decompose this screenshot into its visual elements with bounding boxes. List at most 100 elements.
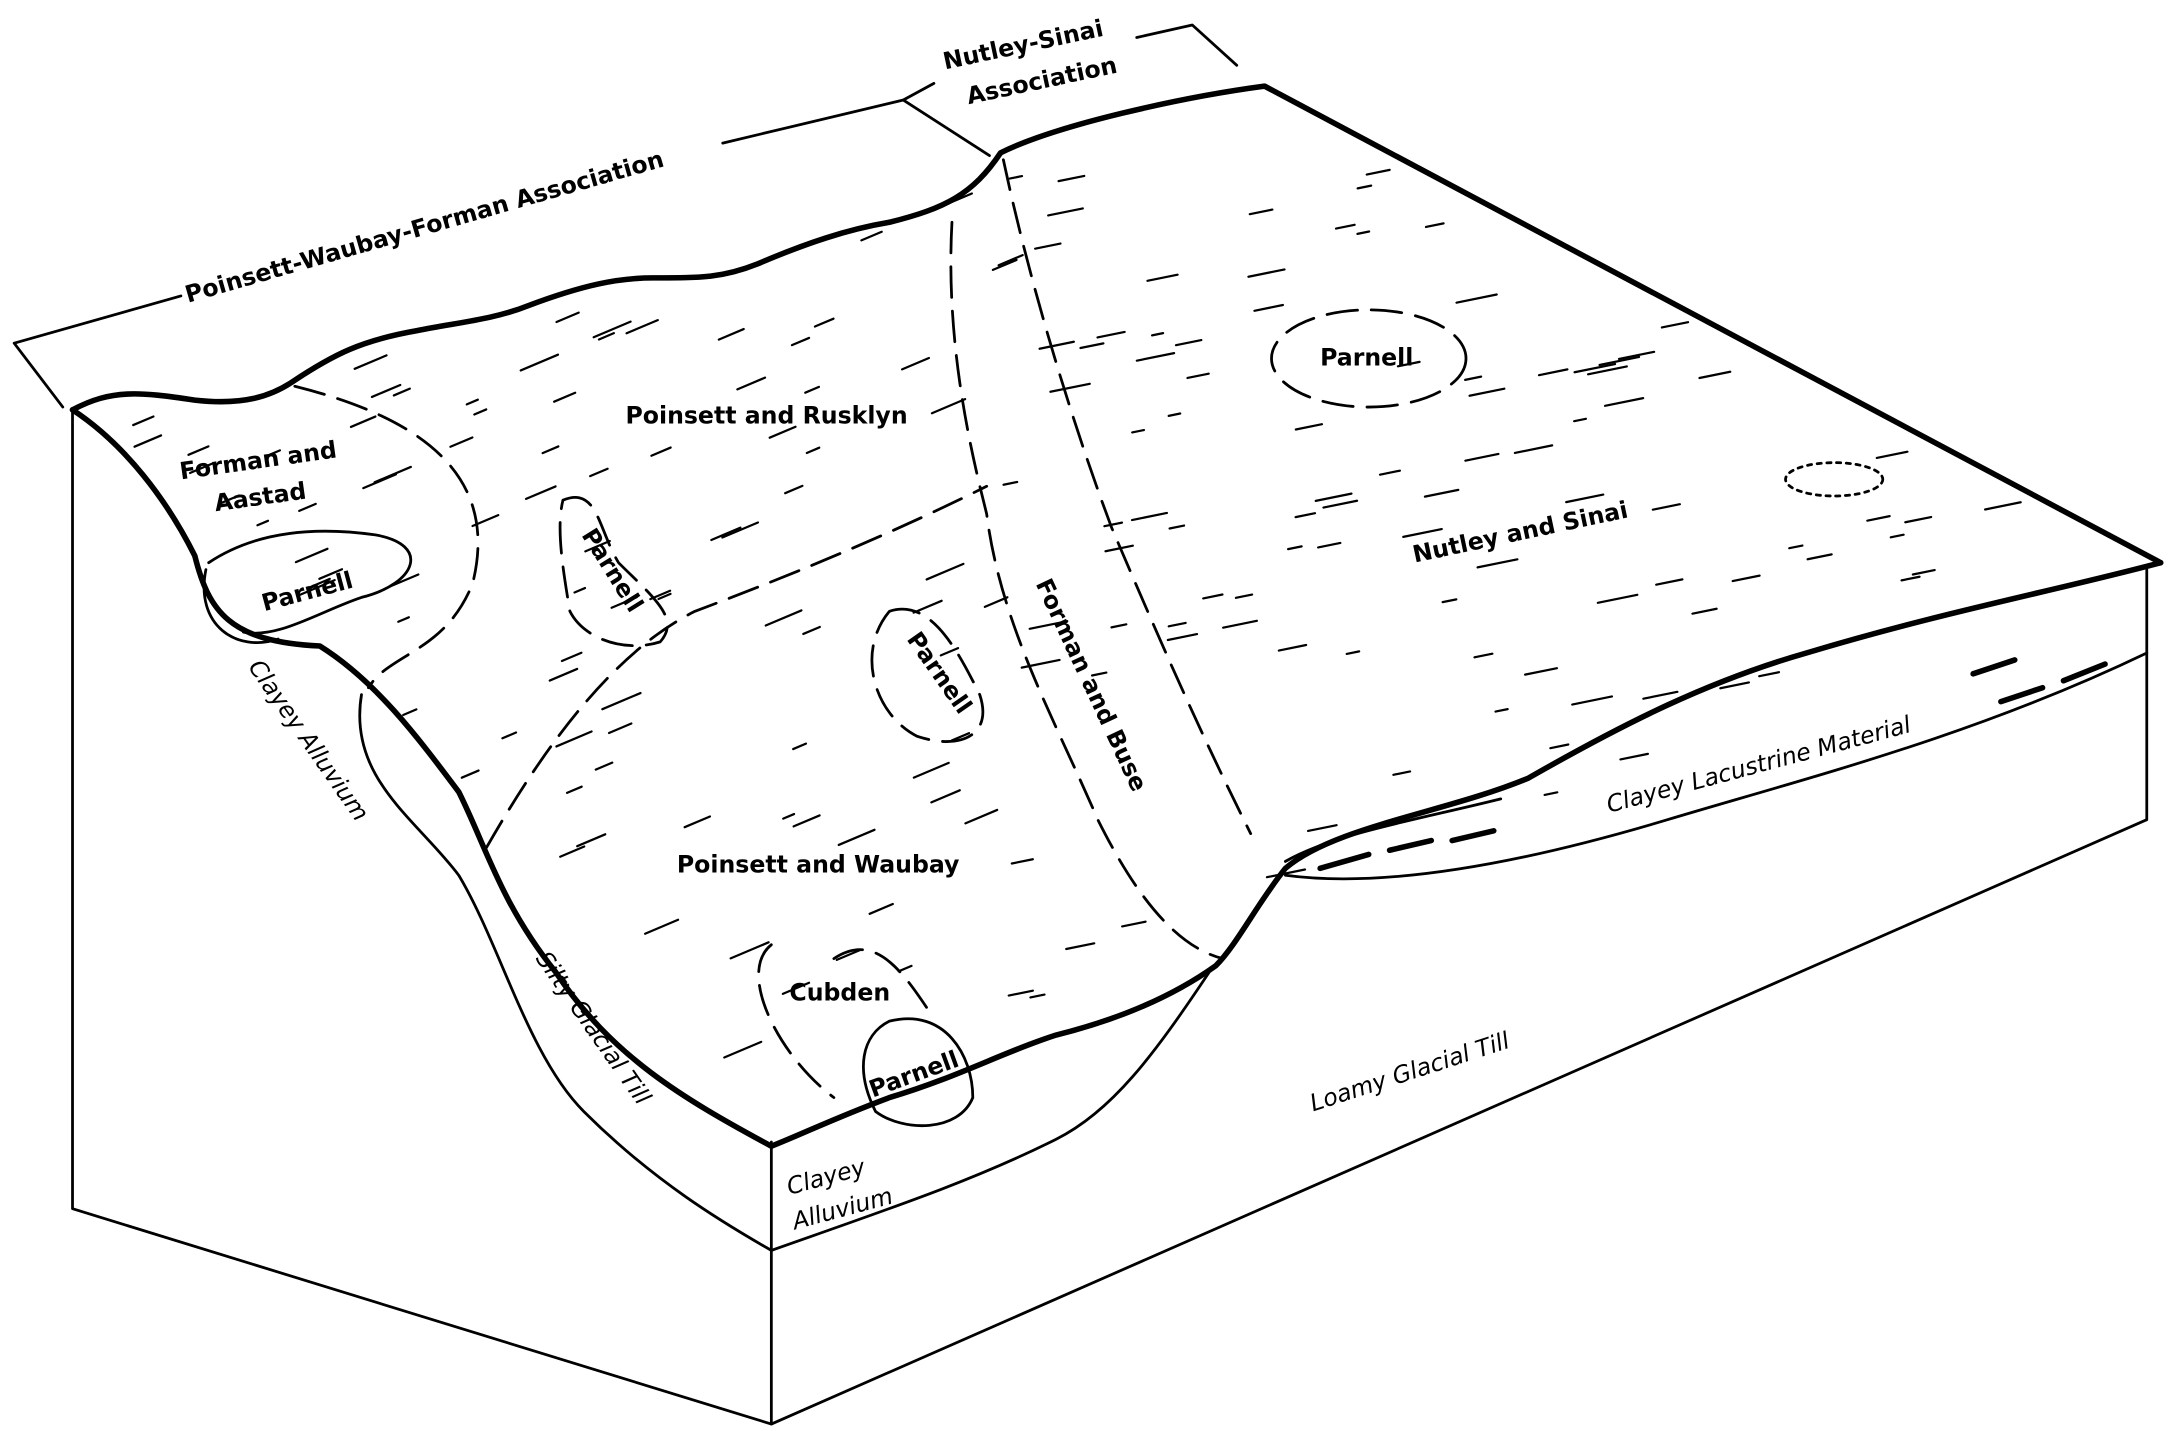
hatch-stroke [1911,568,1936,576]
hatch-stroke [1543,791,1559,797]
hatch-stroke [790,336,811,347]
hatch-stroke [256,519,270,527]
lacustrine-layer-marks [1317,657,2108,872]
hatch-stroke [1698,370,1732,380]
hatch-stroke [1549,743,1570,750]
terrain-hatching [132,168,2022,1059]
hatch-stroke [1468,387,1506,397]
hatch-stroke [388,573,420,588]
hatch-stroke [1314,492,1353,502]
block-outline [69,83,2164,1426]
hatch-stroke [188,462,215,475]
soil-label-parnell: Parnell [865,1045,962,1103]
soil-label-forman-aastad: Forman and [178,436,339,486]
hatch-stroke [1423,488,1460,498]
hatch-stroke [650,446,672,457]
hatch-stroke [565,785,583,794]
hatch-stroke [729,941,770,960]
hatch-stroke [187,445,210,456]
hatch-stroke [1596,593,1639,604]
hatch-stroke [362,473,398,490]
hatch-stroke [625,319,659,335]
hatch-stroke [1473,652,1494,659]
hatch-stroke [1010,858,1034,865]
hatch-stroke [589,467,609,478]
hatch-stroke [1402,527,1443,538]
hatch-stroke [900,356,931,371]
hatch-stroke [1396,360,1421,368]
hatch-stroke [1294,423,1324,431]
hatch-stroke [983,596,1009,608]
hatch-stroke [1065,942,1096,951]
hatch-stroke [1146,273,1179,282]
hatch-stroke [860,230,883,242]
hatch-stroke [944,192,974,206]
hatch-stroke [1571,695,1614,706]
hatch-stroke [318,568,344,580]
hatch-stroke [1049,382,1091,393]
hatch-stroke [601,691,642,711]
hatch-stroke [736,376,767,391]
hatch-stroke [555,730,593,748]
hatch-stroke [802,625,821,636]
hatch-stroke [813,317,835,328]
hatch-stroke [1079,342,1105,350]
hatch-stroke [560,651,583,663]
hatch-stroke [1150,332,1165,337]
hatch-stroke [683,815,712,829]
hatch-stroke [912,599,943,614]
hatch-stroke [1131,428,1146,434]
hatch-stroke [1090,671,1108,677]
hatch-stroke [402,708,418,717]
hatch-stroke [643,918,680,935]
hatch-stroke [1537,368,1569,377]
hatch-stroke [548,667,579,682]
hatch-stroke [950,732,971,742]
hatch-stroke [133,434,163,448]
hatch-stroke [1719,681,1750,690]
hatch-stroke [1655,578,1684,586]
hatch-stroke [552,391,577,403]
hatch-stroke [1464,452,1500,462]
hatch-stroke [1806,553,1833,561]
hatch-stroke [723,1040,763,1059]
hatch-stroke [1253,303,1285,312]
hatch-stroke [1166,632,1199,642]
hatch-stroke [219,494,241,505]
hatch-stroke [1008,174,1024,180]
hatch-stroke [782,812,796,820]
hatch-stroke [964,808,999,825]
hatch-stroke [1306,824,1338,833]
association-brackets [12,23,1239,409]
soil-label-cubden: Cubden [789,978,890,1006]
hatch-stroke [1455,293,1498,304]
hatch-stroke [1424,222,1445,229]
hatch-stroke [465,398,479,406]
hatch-stroke [1365,168,1391,176]
hatch-stroke [576,833,607,848]
hatch-stroke [1513,444,1554,455]
hatch-stroke [792,742,808,751]
hatch-stroke [868,902,894,915]
hatch-stroke [1020,658,1061,669]
hatch-stroke [306,577,331,590]
hatch-stroke [1565,493,1605,504]
hatch-stroke [805,446,821,455]
hatch-stroke [781,981,811,995]
hatch-stroke [1034,242,1062,250]
hatch-stroke [925,562,965,581]
hatch-stroke [555,311,580,324]
hatch-stroke [1317,541,1342,549]
hatch-stroke [1573,417,1587,423]
hatch-stroke [132,415,155,427]
hatch-stroke [1598,355,1641,367]
hatch-stroke [559,845,586,858]
hatch-stroke [519,353,560,372]
hatch-stroke [1057,174,1086,183]
hatch-stroke [597,332,615,341]
hatch-stroke [460,769,480,779]
soil-label-parnell: Parnell [576,523,649,617]
hatch-stroke [1889,533,1905,539]
hatch-stroke [584,539,611,553]
